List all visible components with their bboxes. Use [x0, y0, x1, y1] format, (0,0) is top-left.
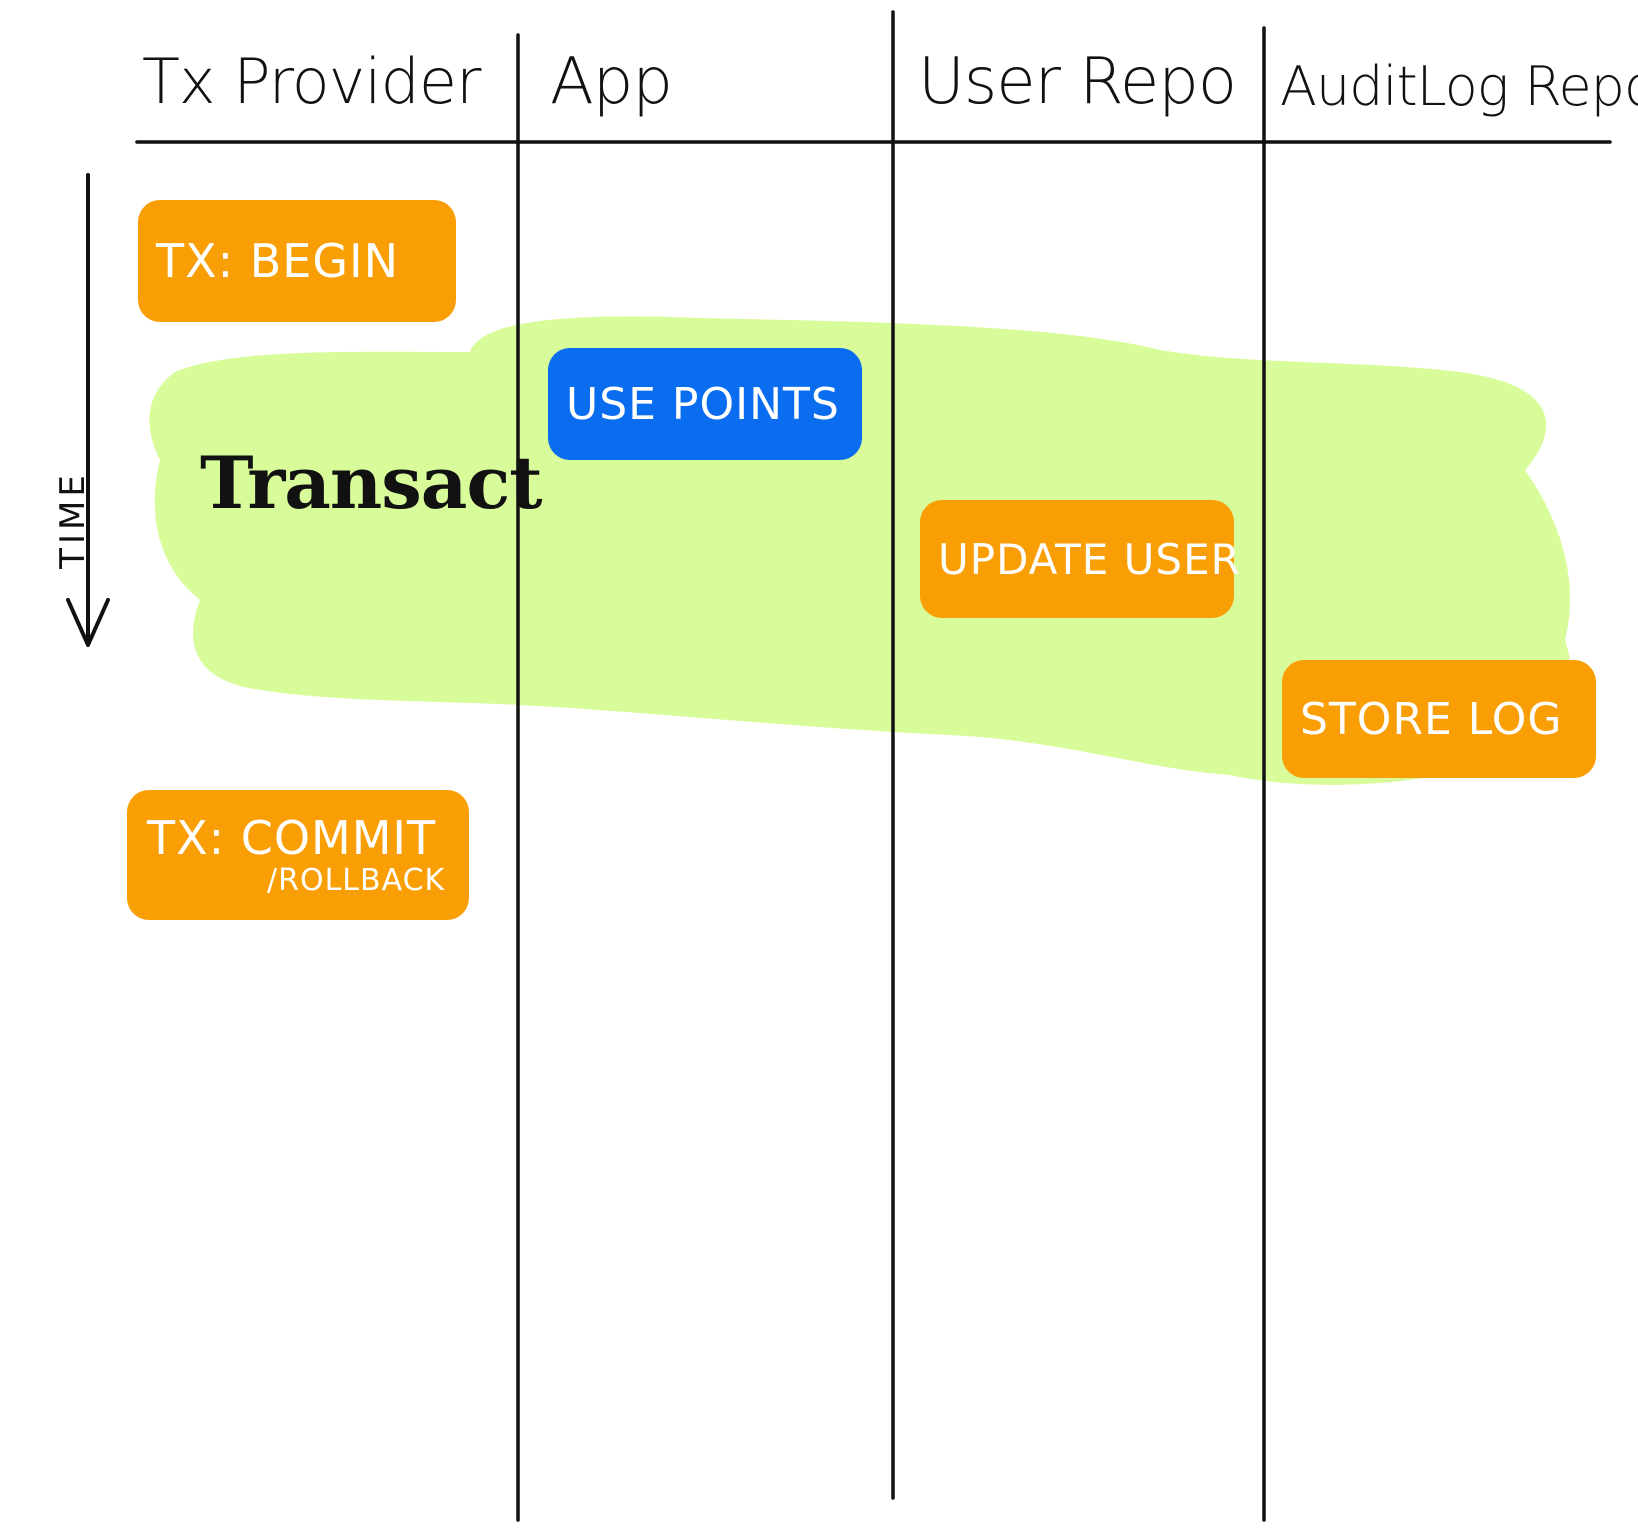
step-tx-commit: TX: COMMIT /ROLLBACK: [127, 790, 469, 920]
step-tx-begin: TX: BEGIN: [138, 200, 456, 322]
step-update-user: UPDATE USER: [920, 500, 1240, 618]
time-arrow: [66, 173, 110, 647]
step-tx-begin-label: TX: BEGIN: [156, 234, 399, 288]
step-update-user-label: UPDATE USER: [938, 534, 1241, 584]
transaction-highlight: [149, 316, 1572, 785]
time-axis-label: TIME: [53, 471, 93, 569]
lane-header-audit-log-repo: AuditLog Repo: [1280, 55, 1638, 118]
step-store-log-label: STORE LOG: [1300, 693, 1563, 745]
step-tx-commit-sublabel: /ROLLBACK: [267, 863, 446, 898]
step-use-points: USE POINTS: [548, 348, 862, 460]
lane-header-tx-provider: Tx Provider: [142, 45, 482, 118]
step-tx-commit-label: TX: COMMIT: [147, 811, 437, 865]
lane-header-app: App: [550, 45, 673, 119]
step-store-log: STORE LOG: [1282, 660, 1596, 778]
transaction-region-label: Transact: [200, 440, 543, 525]
lane-header-user-repo: User Repo: [918, 45, 1237, 119]
step-use-points-label: USE POINTS: [566, 378, 840, 430]
